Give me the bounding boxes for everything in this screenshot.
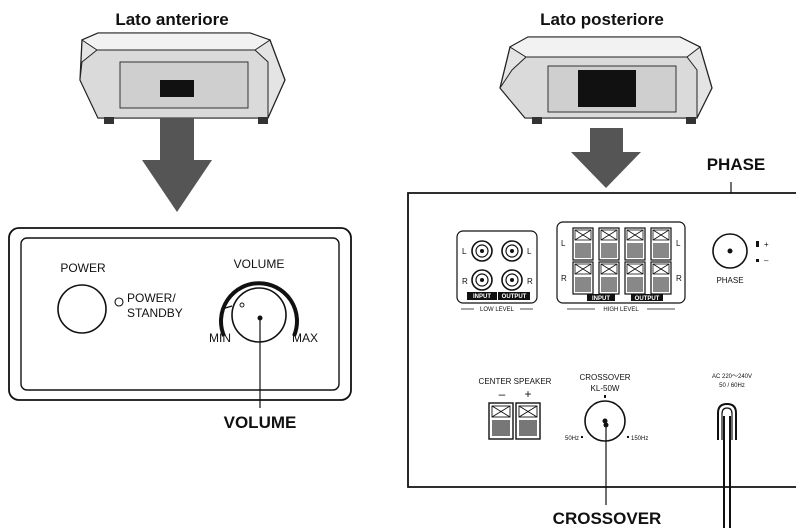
caption-rear: Lato posteriore [540,10,664,29]
front-arrow [142,118,212,212]
svg-text:R: R [561,274,567,283]
svg-text:L: L [676,239,681,248]
crossover-model: KL-50W [591,384,620,393]
crossover-max-label: 150Hz [631,436,648,442]
crossover-min-label: 50Hz [565,436,579,442]
front-display-window [160,80,194,97]
rear-panel-window [578,70,636,107]
rear-unit-illustration [499,36,713,124]
callout-volume: VOLUME [224,413,297,432]
svg-text:–: – [764,256,769,265]
callout-crossover: CROSSOVER [553,509,662,528]
svg-text:L: L [527,247,532,256]
speaker-terminal[interactable] [598,261,620,295]
svg-text:R: R [462,277,468,286]
speaker-terminal-grid [572,227,672,295]
volume-label: VOLUME [234,257,285,271]
front-panel: POWER POWER/ STANDBY VOLUME MIN MAX [8,227,352,408]
speaker-terminal[interactable] [624,227,646,261]
high-level-terminals: L R L R INPUT OUTPUT HIGH LEVEL [556,221,686,313]
svg-text:+: + [524,387,531,401]
low-level-jacks: L R L R INPUT OUTPUT LOW LEVEL [456,230,538,313]
power-label: POWER [60,261,106,275]
phase-switch-label: PHASE [716,276,743,285]
svg-text:OUTPUT: OUTPUT [502,294,527,300]
center-speaker-label: CENTER SPEAKER [479,377,552,386]
front-unit-illustration [79,32,286,124]
svg-text:+: + [764,240,769,249]
phase-switch: + – PHASE [712,233,769,285]
low-level-label: LOW LEVEL [480,307,515,313]
speaker-terminal[interactable] [650,227,672,261]
speaker-terminal[interactable] [572,261,594,295]
volume-knob[interactable] [231,287,287,343]
svg-text:L: L [561,239,566,248]
standby-indicator [114,297,124,307]
ac-rating: AC 220～240V [712,374,752,380]
svg-text:OUTPUT: OUTPUT [635,296,660,302]
svg-text:INPUT: INPUT [473,294,491,300]
speaker-terminal[interactable] [572,227,594,261]
callout-phase: PHASE [707,155,766,174]
svg-text:–: – [499,387,506,401]
svg-text:L: L [462,247,467,256]
volume-max-label: MAX [292,331,318,345]
volume-min-label: MIN [209,331,231,345]
speaker-terminal[interactable] [598,227,620,261]
high-level-label: HIGH LEVEL [603,307,639,313]
power-standby-label-2: STANDBY [127,306,183,320]
svg-text:INPUT: INPUT [592,296,610,302]
center-speaker-terminals: CENTER SPEAKER – + [479,377,552,440]
svg-text:CROSSOVER: CROSSOVER [579,373,630,382]
ac-frequency: 50 / 60Hz [719,383,745,389]
speaker-terminal[interactable] [624,261,646,295]
ac-power-inlet: AC 220～240V 50 / 60Hz [712,374,752,528]
rear-arrow [571,128,641,188]
svg-text:R: R [676,274,682,283]
crossover-control: CROSSOVER KL-50W 50Hz 150Hz [565,373,648,442]
svg-text:R: R [527,277,533,286]
speaker-terminal[interactable] [650,261,672,295]
caption-front: Lato anteriore [115,10,228,29]
power-standby-label: POWER/ [127,291,176,305]
rear-panel: L R L R INPUT OUTPUT LOW LEVEL [407,192,796,528]
power-button[interactable] [57,284,107,334]
